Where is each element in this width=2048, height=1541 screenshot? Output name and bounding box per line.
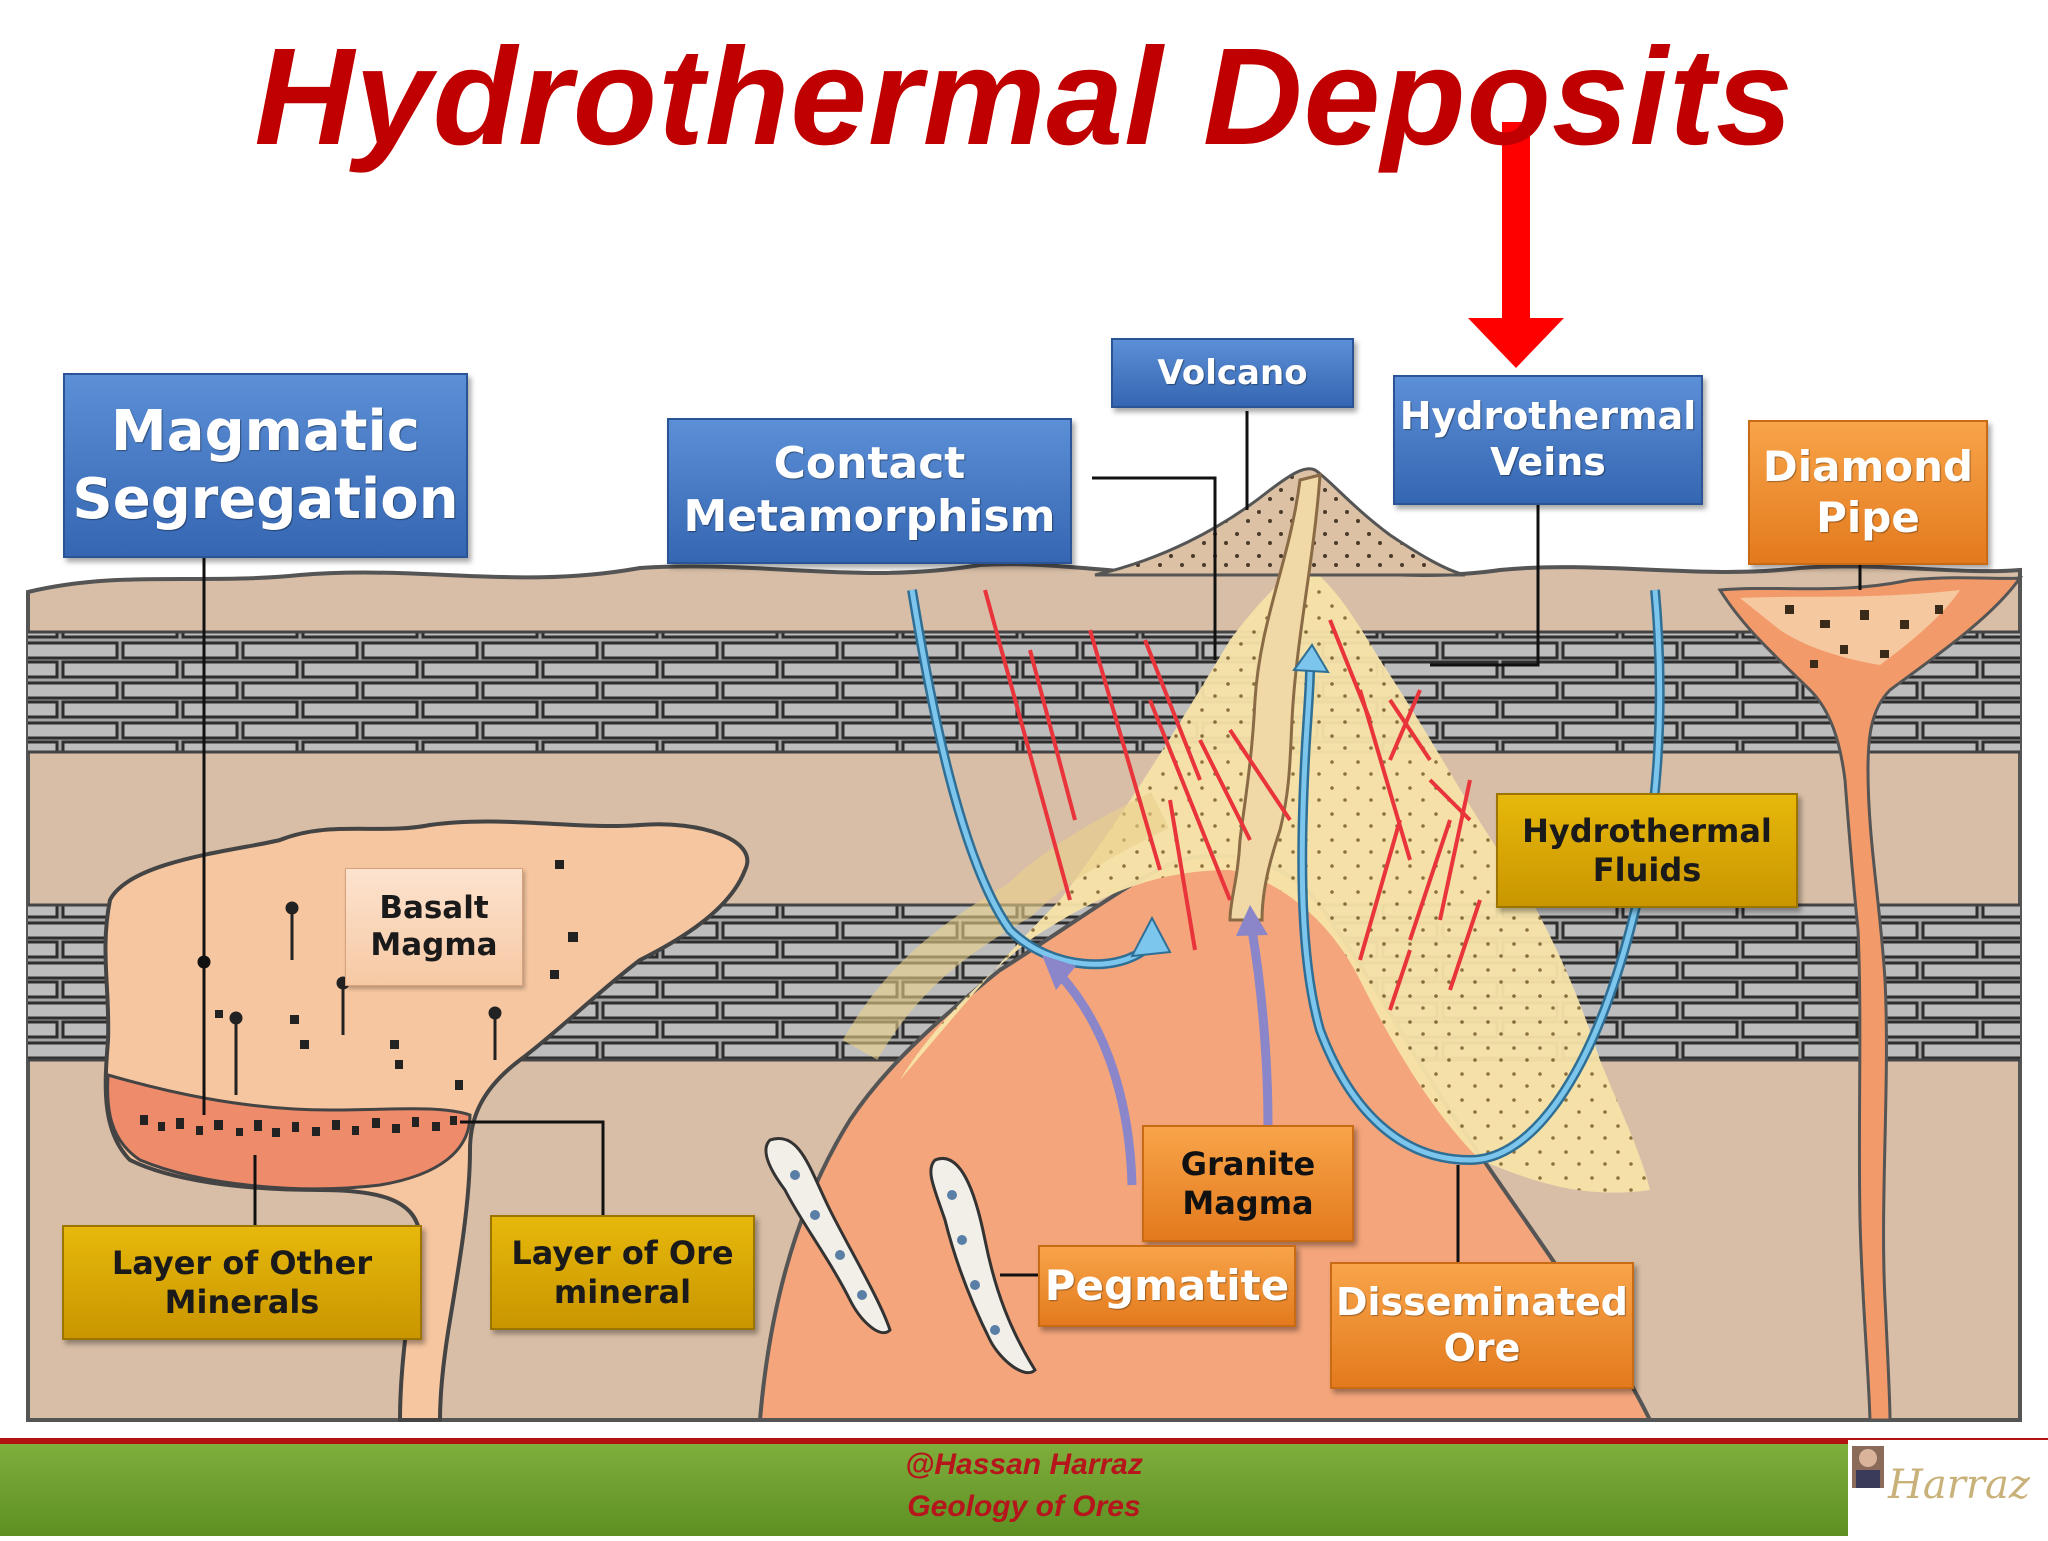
ore-layer-base [106,1073,472,1191]
footer-author: @Hassan Harraz [905,1448,1143,1481]
footer-course: Geology of Ores [907,1490,1141,1523]
label-contact-metamorphism: Contact Metamorphism [667,418,1072,564]
diamond-pipe [1717,576,2024,1422]
label-pegmatite: Pegmatite [1038,1245,1296,1327]
magma-flow-left [1056,971,1137,1186]
volcano-cone [1094,467,1466,577]
pegmatite-body-2 [929,1156,1037,1375]
logo-text: Harraz [1888,1462,2030,1508]
settling-crystals [229,901,502,1095]
label-layer-other-minerals: Layer of Other Minerals [62,1225,422,1340]
label-hydrothermal-veins: Hydrothermal Veins [1393,375,1703,505]
label-disseminated-ore: Disseminated Ore [1330,1262,1634,1389]
page-title: Hydrothermal Deposits [254,20,1794,174]
magma-flow-right [1247,929,1273,1126]
label-granite-magma: Granite Magma [1142,1125,1354,1242]
label-basalt-magma: Basalt Magma [345,868,523,986]
label-layer-ore-mineral: Layer of Ore mineral [490,1215,755,1330]
contact-aureole [900,565,1650,1193]
label-magmatic-segregation: Magmatic Segregation [63,373,468,558]
hydrothermal-veins [983,589,1482,1011]
emphasis-arrow [1468,122,1564,368]
leader-lines [197,411,1862,1277]
pegmatite-body-1 [764,1136,892,1335]
author-logo [1848,1440,2048,1536]
label-hydrothermal-fluids: Hydrothermal Fluids [1496,793,1798,908]
label-volcano: Volcano [1111,338,1354,408]
label-diamond-pipe: Diamond Pipe [1748,420,1988,565]
ore-crystals [140,860,578,1137]
footer-bar [0,1438,2048,1536]
